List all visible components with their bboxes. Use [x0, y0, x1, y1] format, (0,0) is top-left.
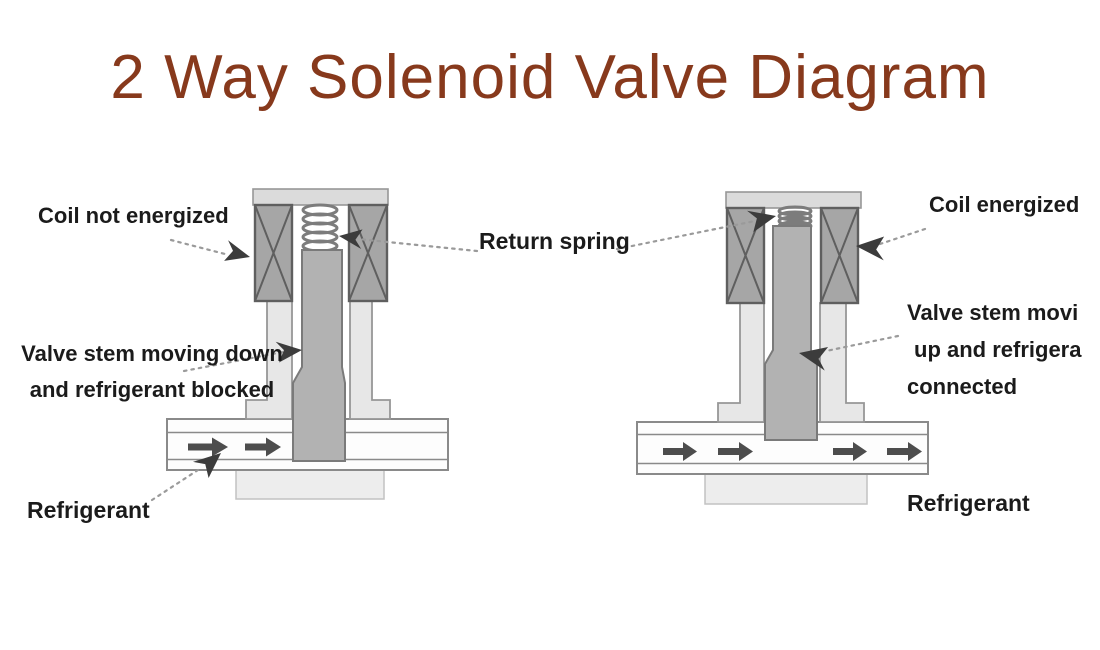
- pointer-arrow-valve-stem-up: [799, 347, 829, 371]
- label-valve-stem-down-line2: and refrigerant blocked: [29, 377, 275, 402]
- label-return-spring: Return spring: [479, 228, 630, 254]
- pointer-arrow-return-spring-right: [747, 210, 776, 233]
- pointer-arrow-coil-not-energized: [224, 240, 250, 261]
- right-valve-body-left: [717, 302, 765, 423]
- leader-return-spring-left: [356, 237, 479, 253]
- left-coil-left-block: [253, 203, 294, 303]
- pointer-arrow-return-spring-left: [339, 229, 363, 250]
- label-valve-stem-up: Valve stem movi up and refrigera connect…: [907, 294, 1081, 405]
- leader-valve-stem-down: [182, 350, 285, 373]
- label-valve-stem-up-line3: connected: [907, 374, 1018, 399]
- label-coil-not-energized: Coil not energized: [38, 203, 229, 228]
- right-valve-stem-up: [764, 225, 818, 441]
- return-spring-extended: [301, 203, 339, 253]
- right-flow-arrows: [663, 442, 922, 461]
- right-coil-right-block: [819, 206, 860, 305]
- label-valve-stem-down: Valve stem moving down and refrigerant b…: [21, 336, 283, 408]
- right-valve-body-right: [819, 302, 865, 423]
- label-coil-energized: Coil energized: [929, 192, 1080, 217]
- leader-lines: [150, 210, 927, 502]
- page-title: 2 Way Solenoid Valve Diagram: [110, 43, 990, 112]
- left-valve-body-right: [349, 300, 391, 420]
- leader-return-spring-right: [615, 219, 757, 251]
- label-refrigerant-left: Refrigerant: [27, 497, 150, 523]
- leader-coil-energized: [878, 227, 927, 246]
- right-valve-figure: [636, 191, 929, 505]
- label-refrigerant-right: Refrigerant: [907, 490, 1030, 516]
- left-valve-stem-down: [292, 249, 346, 462]
- left-coil-right-block: [347, 203, 389, 303]
- pointer-arrow-refrigerant-left: [192, 453, 221, 479]
- right-valve-lower-block: [704, 473, 868, 505]
- leader-coil-not-energized: [169, 238, 231, 257]
- pointer-arrow-coil-energized: [856, 236, 885, 261]
- label-valve-stem-up-line2: up and refrigera: [914, 337, 1082, 362]
- left-valve-figure: [166, 188, 449, 500]
- left-valve-lower-block: [235, 469, 385, 500]
- leader-refrigerant-left: [150, 468, 200, 502]
- label-valve-stem-up-line1: Valve stem movi: [907, 300, 1079, 325]
- left-valve-cap: [252, 188, 389, 206]
- left-flow-arrows: [188, 437, 281, 457]
- pointer-arrow-valve-stem-down: [275, 341, 302, 363]
- leader-valve-stem-up: [824, 334, 900, 353]
- label-valve-stem-down-line1: Valve stem moving down: [21, 341, 283, 366]
